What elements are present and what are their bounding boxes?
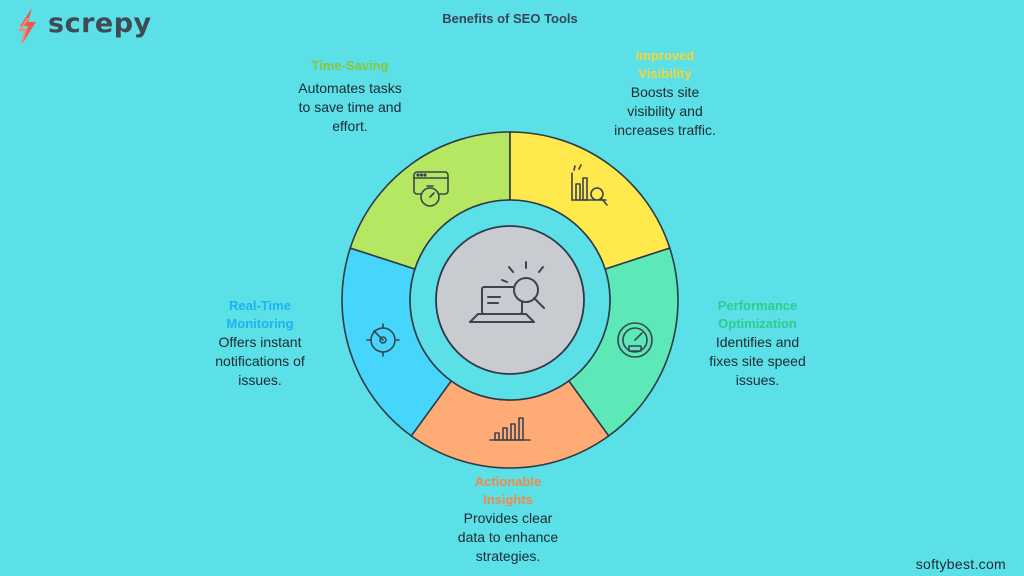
segment-heading: Time-Saving (311, 58, 389, 73)
segment-description: Offers instant notifications of issues. (215, 334, 305, 388)
segment-heading: Real-Time Monitoring (226, 298, 294, 331)
footer-source: softybest.com (915, 556, 1006, 572)
segment-description: Identifies and fixes site speed issues. (709, 334, 806, 388)
segment-heading: Actionable Insights (474, 474, 542, 507)
segment-description: Boosts site visibility and increases tra… (614, 84, 716, 138)
segment-description: Automates tasks to save time and effort. (298, 80, 402, 134)
segment-real-time-monitoring: Real-Time Monitoring Offers instant noti… (175, 297, 345, 390)
brand-logo: screpy (14, 4, 174, 48)
bar-graph-icon (489, 417, 531, 441)
segment-heading: Performance Optimization (717, 298, 798, 331)
segment-time-saving: Time-Saving Automates tasks to save time… (265, 57, 435, 136)
stopwatch-browser-icon (413, 171, 449, 207)
radar-target-icon (366, 323, 400, 357)
speedometer-icon (617, 322, 653, 358)
diagram-title: Benefits of SEO Tools (442, 11, 578, 26)
segment-performance-optimization: Performance Optimization Identifies and … (670, 297, 845, 390)
segment-actionable-insights: Actionable Insights Provides clear data … (423, 473, 593, 566)
brand-logo-text: screpy (48, 8, 152, 39)
segment-description: Provides clear data to enhance strategie… (457, 510, 559, 564)
segment-improved-visibility: Improved Visibility Boosts site visibili… (580, 47, 750, 140)
screpy-logo-icon (18, 8, 36, 44)
center-hub (435, 225, 585, 375)
segment-heading: Improved Visibility (635, 48, 695, 81)
bar-chart-magnifier-icon (571, 164, 608, 206)
laptop-search-icon (469, 261, 545, 323)
